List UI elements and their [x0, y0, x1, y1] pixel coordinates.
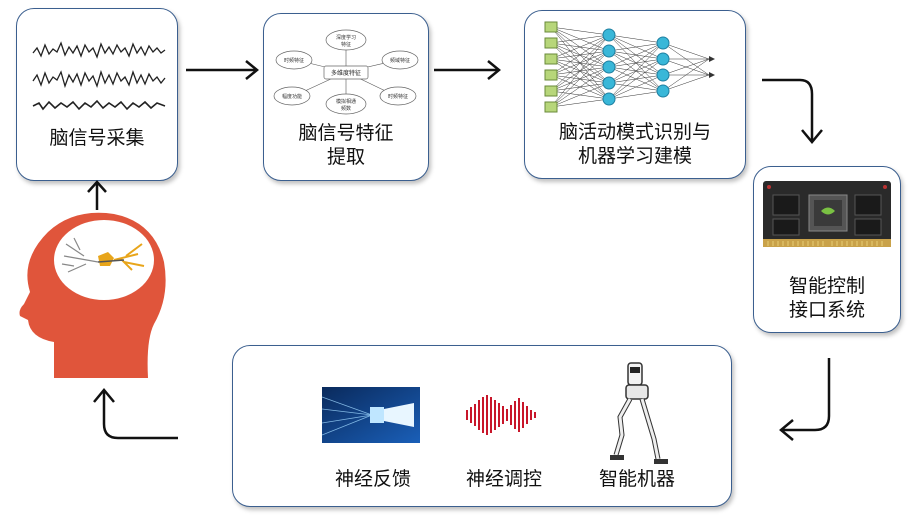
- hidden-node: [602, 44, 616, 58]
- feature-mindmap-icon: 深度学习 特征 时频特征 幅度功能 模拟相通 频数 频域特征 时频特征 多维度特…: [273, 29, 419, 115]
- hidden-node: [602, 28, 616, 42]
- input-node: [544, 85, 558, 97]
- outputs-box: 神经反馈 神经调控 智能机器: [232, 345, 732, 507]
- feature-label-2: 提取: [326, 146, 365, 168]
- pulse-bar: [466, 410, 468, 420]
- pulse-bar: [522, 402, 524, 428]
- pulse-bar: [478, 400, 480, 430]
- pulse-bar: [490, 397, 492, 433]
- pulse-bar: [498, 403, 500, 427]
- pulse-bar: [526, 406, 528, 424]
- pulse-bar: [494, 400, 496, 430]
- map-left-top: 时频特征: [284, 57, 304, 64]
- feature-label-1: 脑信号特征: [298, 122, 394, 144]
- pulse-bar: [502, 406, 504, 424]
- pulse-bar: [486, 395, 488, 435]
- hidden-node: [602, 92, 616, 106]
- pulse-bar: [514, 401, 516, 429]
- input-node: [544, 53, 558, 65]
- input-node: [544, 21, 558, 33]
- control-label-2: 接口系统: [788, 299, 865, 321]
- human-head-icon: [19, 212, 166, 378]
- hidden-node: [656, 84, 670, 98]
- input-node: [544, 37, 558, 49]
- hidden-node: [656, 68, 670, 82]
- robot-icon: [610, 362, 668, 464]
- recognition-label-1: 脑活动模式识别与: [558, 121, 711, 143]
- acquisition-label: 脑信号采集: [49, 127, 145, 149]
- pulse-bar: [474, 404, 476, 426]
- robot-label: 智能机器: [598, 468, 675, 490]
- hidden-node: [602, 76, 616, 90]
- neural-modulation-icon: [466, 395, 536, 435]
- map-center: 多维度特征: [331, 69, 361, 77]
- arrow-4-to-5: [779, 358, 831, 441]
- pulse-bar: [530, 410, 532, 420]
- hidden-node: [602, 60, 616, 74]
- hidden-node: [656, 36, 670, 50]
- circuit-board-icon: [763, 181, 891, 247]
- hidden-node: [656, 52, 670, 66]
- map-bottom: 模拟相通: [336, 98, 356, 105]
- arrow-1-to-2: [186, 60, 259, 80]
- arrow-5-to-head: [93, 388, 178, 440]
- map-bottom2: 频数: [341, 105, 351, 112]
- recognition-box: 脑活动模式识别与 机器学习建模: [524, 10, 746, 179]
- modulation-label: 神经调控: [465, 468, 542, 490]
- input-node: [544, 101, 558, 113]
- arrow-head-to-1: [87, 180, 107, 210]
- map-right-top: 频域特征: [390, 57, 410, 64]
- control-box: 智能控制 接口系统: [753, 166, 901, 333]
- recognition-label-2: 机器学习建模: [577, 145, 692, 167]
- pulse-bar: [506, 409, 508, 421]
- arrow-3-to-4: [762, 78, 823, 144]
- pulse-bar: [470, 407, 472, 423]
- output-arrow: [709, 72, 715, 78]
- input-node: [544, 69, 558, 81]
- output-arrow: [709, 56, 715, 62]
- pulse-bar: [534, 412, 536, 418]
- feedback-label: 神经反馈: [334, 468, 411, 490]
- map-left-bottom: 幅度功能: [282, 93, 302, 100]
- neural-network-icon: [544, 21, 715, 113]
- neural-feedback-icon: [322, 387, 420, 443]
- pulse-bar: [510, 405, 512, 425]
- feature-extraction-box: 深度学习 特征 时频特征 幅度功能 模拟相通 频数 频域特征 时频特征 多维度特…: [263, 13, 429, 181]
- map-right-bottom: 时频特征: [388, 93, 408, 100]
- pulse-bar: [482, 397, 484, 433]
- arrow-2-to-3: [434, 60, 501, 80]
- map-top2: 特征: [341, 41, 351, 48]
- pulse-bar: [518, 398, 520, 432]
- map-top: 深度学习: [336, 34, 356, 41]
- control-label-1: 智能控制: [788, 275, 865, 297]
- eeg-waveform-icon: [32, 41, 166, 111]
- acquisition-box: 脑信号采集: [16, 8, 178, 181]
